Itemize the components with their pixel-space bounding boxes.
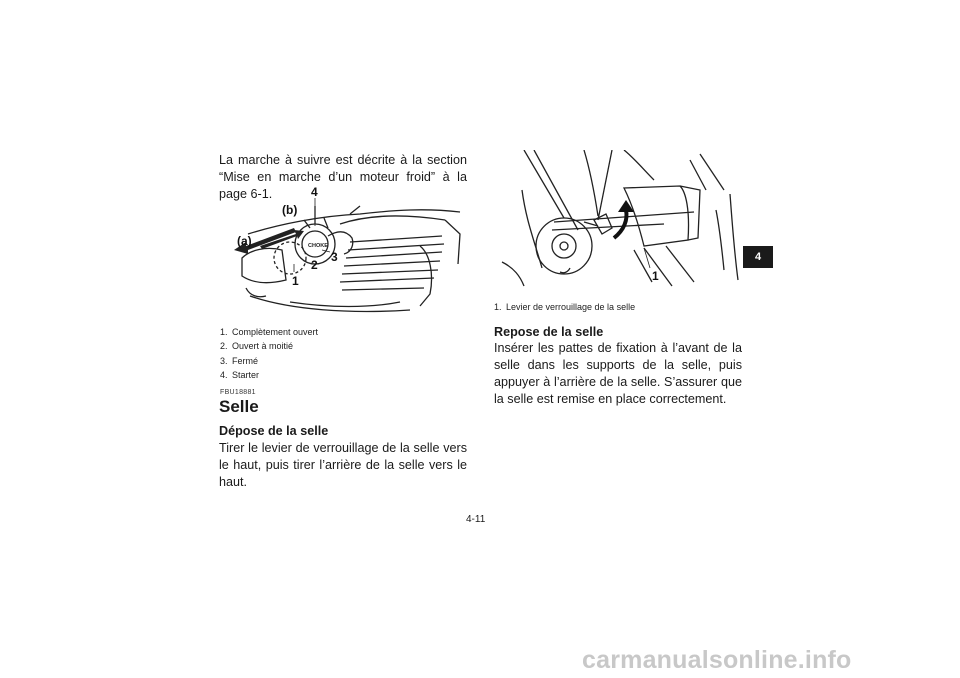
figure1-captions: 1.Complètement ouvert 2.Ouvert à moitié … [220, 325, 468, 383]
chapter-tab: 4 [743, 246, 773, 268]
section-code: FBU18881 [220, 389, 256, 396]
choke-figure: CHOKE 4 (b) (a) 3 2 1 [220, 184, 468, 320]
fig1-label-3: 3 [331, 250, 338, 264]
figure2-caption: 1.Levier de verrouillage de la selle [494, 302, 636, 312]
section-title: Selle [219, 397, 259, 416]
intro-paragraph: La marche à suivre est décrite à la sect… [219, 153, 467, 201]
caption-item: 3.Fermé [220, 355, 259, 366]
fig1-label-a: (a) [237, 234, 252, 248]
choke-knob-text: CHOKE [308, 243, 328, 249]
page-number: 4-11 [466, 514, 486, 525]
fig2-label-1: 1 [652, 269, 659, 283]
watermark: carmanualsonline.info [582, 646, 852, 674]
choke-illustration: CHOKE 4 (b) (a) 3 2 1 [234, 185, 461, 313]
subheading-depose: Dépose de la selle [219, 424, 329, 438]
subheading-repose: Repose de la selle [494, 325, 604, 339]
depose-paragraph: Tirer le levier de verrouillage de la se… [219, 441, 467, 489]
caption-item: 4.Starter [220, 370, 260, 381]
caption-item: 1.Complètement ouvert [220, 327, 319, 337]
fig1-label-1: 1 [292, 274, 299, 288]
repose-paragraph: Insérer les pattes de fixation à l’avant… [494, 341, 742, 406]
seat-lock-illustration: 1 [501, 149, 739, 287]
fig1-label-2: 2 [311, 258, 318, 272]
caption-item: 2.Ouvert à moitié [220, 341, 294, 352]
fig1-label-b: (b) [282, 203, 297, 217]
fig1-label-4: 4 [311, 185, 318, 199]
seat-lock-figure: 1 [494, 149, 742, 295]
